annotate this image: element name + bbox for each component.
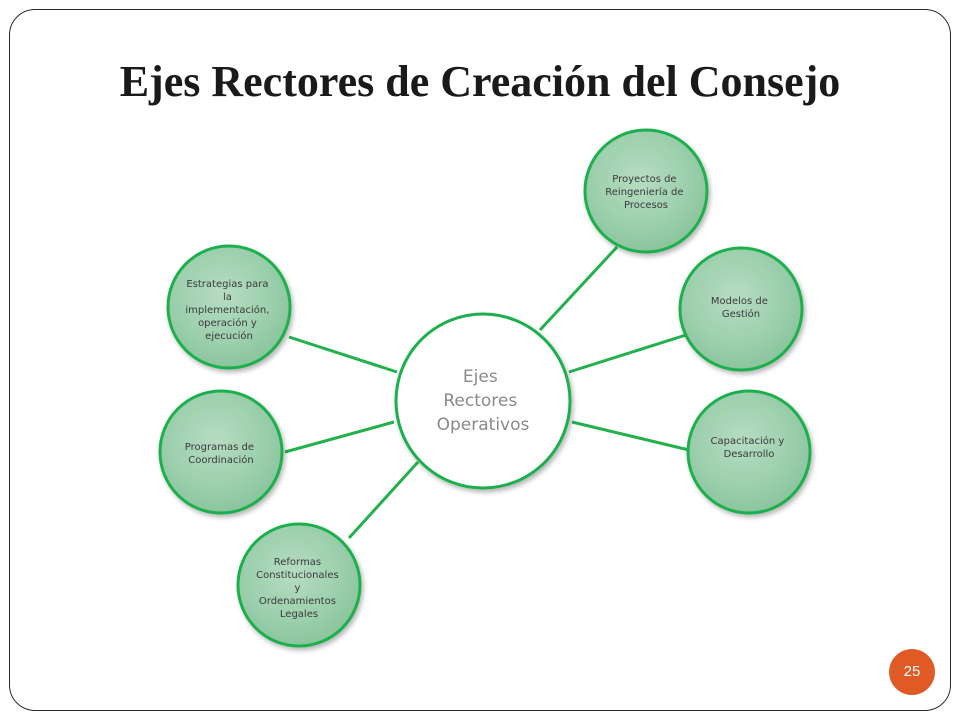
node-label-reformas: Reformas Constitucionales y Ordenamiento… (256, 557, 342, 620)
node-modelos: Modelos de Gestión (678, 246, 804, 372)
connector-modelos (568, 333, 687, 374)
connector-proyectos (538, 245, 619, 332)
node-label-modelos: Modelos de Gestión (711, 296, 771, 320)
node-estrategias: Estrategias para la implementación, oper… (166, 244, 292, 370)
slide-title: Ejes Rectores de Creación del Consejo (119, 57, 841, 106)
connector-capacitacion (571, 420, 690, 452)
node-capacitacion: Capacitación y Desarrollo (686, 389, 812, 515)
connector-reformas (347, 460, 420, 540)
connectors (284, 245, 690, 540)
node-proyectos: Proyectos de Reingeniería de Procesos (583, 128, 709, 254)
node-label-proyectos: Proyectos de Reingeniería de Procesos (605, 174, 686, 211)
page-number-badge: 25 (889, 649, 935, 695)
node-programas: Programas de Coordinación (158, 389, 284, 515)
center-node-label: Ejes Rectores Operativos (437, 367, 530, 435)
connector-programas (284, 420, 395, 454)
node-label-capacitacion: Capacitación y Desarrollo (711, 435, 788, 460)
connector-estrategias (288, 335, 398, 374)
center-node: Ejes Rectores Operativos (394, 312, 572, 490)
node-label-estrategias: Estrategias para la implementación, oper… (185, 279, 272, 342)
node-label-programas: Programas de Coordinación (185, 442, 257, 466)
node-reformas: Reformas Constitucionales y Ordenamiento… (236, 522, 362, 648)
